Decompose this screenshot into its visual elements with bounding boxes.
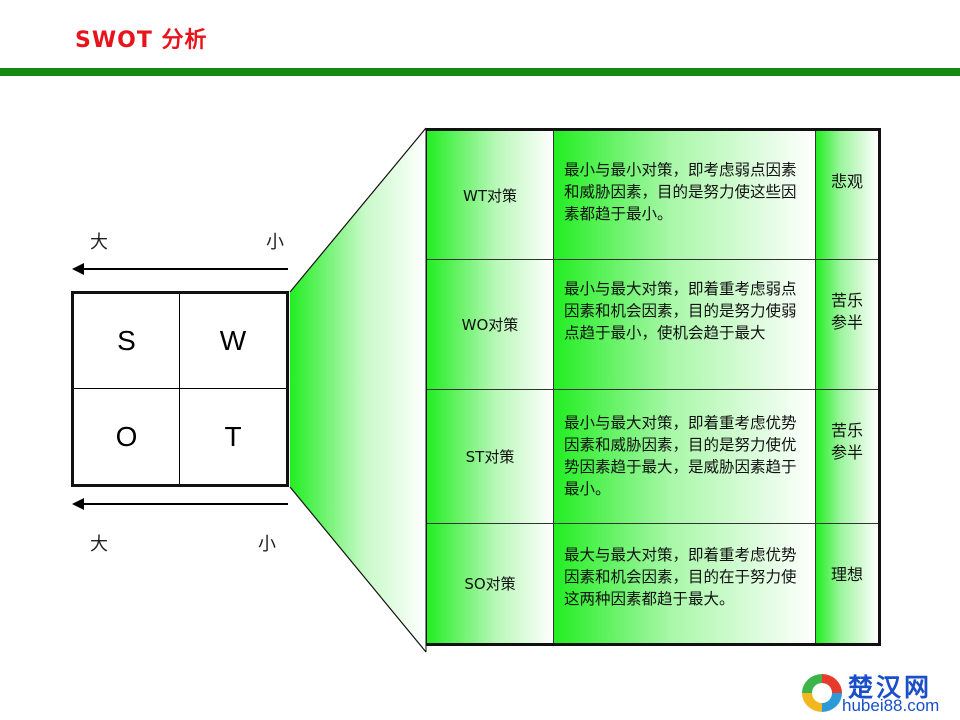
strategy-name: WO对策 <box>427 260 554 389</box>
strategy-description: 最大与最大对策，即着重考虑优势因素和机会因素，目的在于努力使这两种因素都趋于最大… <box>554 524 816 643</box>
outlook-text: 参半 <box>830 443 863 462</box>
strategy-outlook: 悲观 <box>816 131 878 259</box>
strategy-name: ST对策 <box>427 390 554 523</box>
bottom-axis-left-label: 大 <box>90 534 108 555</box>
strategy-outlook: 苦乐 参半 <box>816 260 878 389</box>
swot-cell-w: W <box>180 294 286 389</box>
swot-cell-o: O <box>74 389 180 484</box>
watermark-logo: 楚汉网 hubei88.com <box>800 670 960 720</box>
strategy-outlook: 理想 <box>816 524 878 643</box>
swot-cell-t: T <box>224 420 242 452</box>
strategy-description: 最小与最小对策，即考虑弱点因素和威胁因素，目的是努力使这些因素都趋于最小。 <box>554 131 816 259</box>
watermark-url: hubei88.com <box>842 696 940 715</box>
top-axis-arrow-left-icon <box>72 263 288 275</box>
outlook-text: 苦乐 <box>830 291 863 310</box>
strategy-name: WT对策 <box>427 131 554 259</box>
outlook-text: 参半 <box>830 313 863 332</box>
strategy-row-wt: WT对策 最小与最小对策，即考虑弱点因素和威胁因素，目的是努力使这些因素都趋于最… <box>427 131 878 260</box>
strategy-row-st: ST对策 最小与最大对策，即着重考虑优势因素和威胁因素，目的是努力使优势因素趋于… <box>427 390 878 524</box>
strategy-row-so: SO对策 最大与最大对策，即着重考虑优势因素和机会因素，目的在于努力使这两种因素… <box>427 524 878 643</box>
outlook-text: 理想 <box>830 565 863 584</box>
strategy-row-wo: WO对策 最小与最大对策，即着重考虑弱点因素和机会因素，目的是努力使弱点趋于最小… <box>427 260 878 390</box>
strategy-description: 最小与最大对策，即着重考虑弱点因素和机会因素，目的是努力使弱点趋于最小，使机会趋… <box>554 260 816 389</box>
title-divider-bar <box>0 68 960 76</box>
bottom-axis-arrow-left-icon <box>72 498 288 510</box>
top-axis-right-label: 小 <box>266 232 284 253</box>
swot-cell-s: S <box>74 294 180 389</box>
strategy-table: WT对策 最小与最小对策，即考虑弱点因素和威胁因素，目的是努力使这些因素都趋于最… <box>426 128 881 646</box>
swot-matrix: S W O T <box>71 291 289 487</box>
strategy-name: SO对策 <box>427 524 554 643</box>
globe-logo-icon <box>802 674 842 712</box>
bottom-axis-right-label: 小 <box>258 534 276 555</box>
outlook-text: 悲观 <box>830 172 863 191</box>
top-axis-left-label: 大 <box>90 232 108 253</box>
outlook-text: 苦乐 <box>830 421 863 440</box>
watermark-name: 楚汉网 <box>848 673 933 702</box>
strategy-outlook: 苦乐 参半 <box>816 390 878 523</box>
slide-title: SWOT 分析 <box>75 28 208 53</box>
strategy-description: 最小与最大对策，即着重考虑优势因素和威胁因素，目的是努力使优势因素趋于最大，是威… <box>554 390 816 523</box>
